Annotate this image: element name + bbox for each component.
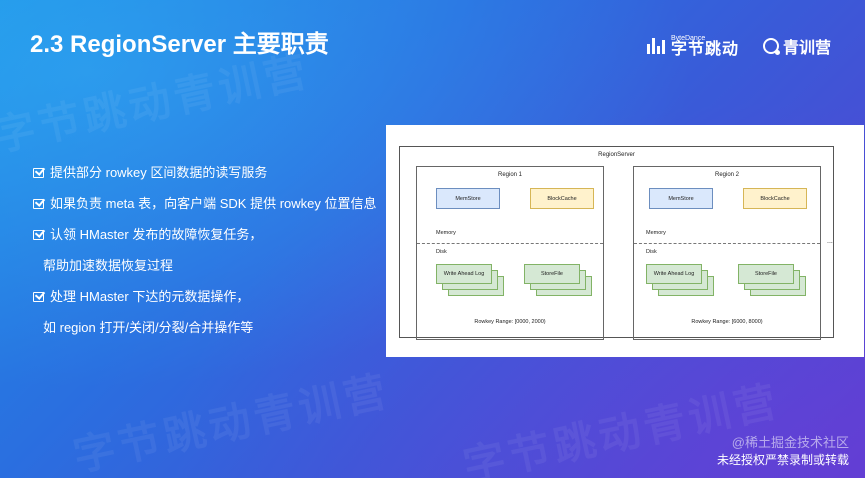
logo-group: ByteDance 字节跳动 青训营 (646, 34, 831, 58)
storefile-box: StoreFile (738, 264, 794, 284)
brand-main-label: 字节跳动 (670, 40, 739, 58)
checkbox-icon (32, 228, 46, 240)
regionserver-diagram: RegionServer Region 1 MemStore BlockCach… (386, 125, 864, 357)
blockcache-box: BlockCache (743, 188, 807, 209)
bullet-item: 如果负责 meta 表，向客户端 SDK 提供 rowkey 位置信息 (32, 187, 376, 218)
bullet-text: 如果负责 meta 表，向客户端 SDK 提供 rowkey 位置信息 (50, 196, 377, 211)
storefile-box: StoreFile (524, 264, 580, 284)
wal-stack: Write Ahead Log (646, 264, 716, 298)
ellipsis-label: ... (827, 238, 833, 245)
bytedance-logo: ByteDance 字节跳动 (646, 34, 739, 58)
copyright-notice: 未经授权严禁录制或转载 (716, 452, 849, 467)
bytedance-bars-icon (646, 38, 665, 54)
qingxunying-icon (762, 38, 780, 55)
blockcache-box: BlockCache (530, 188, 594, 209)
bullet-text: 认领 HMaster 发布的故障恢复任务， (50, 227, 263, 242)
memstore-box: MemStore (649, 188, 713, 209)
bullet-continuation: 帮助加速数据恢复过程 (32, 249, 376, 280)
memory-label: Memory (646, 230, 666, 236)
memory-disk-divider (634, 243, 820, 244)
bullet-item: 认领 HMaster 发布的故障恢复任务， (32, 218, 376, 249)
memory-label: Memory (436, 230, 456, 236)
bullet-text: 帮助加速数据恢复过程 (43, 258, 174, 273)
wal-box: Write Ahead Log (436, 264, 492, 284)
bullet-text: 提供部分 rowkey 区间数据的读写服务 (50, 165, 268, 180)
regionserver-box: RegionServer Region 1 MemStore BlockCach… (399, 146, 834, 340)
disk-label: Disk (436, 249, 447, 255)
storefile-stack: StoreFile (524, 264, 594, 298)
storefile-stack: StoreFile (738, 264, 808, 298)
bullet-text: 处理 HMaster 下达的元数据操作， (50, 289, 250, 304)
disk-label: Disk (646, 249, 657, 255)
region-title: Region 2 (714, 172, 740, 178)
bullet-item: 处理 HMaster 下达的元数据操作， (32, 280, 376, 311)
wal-box: Write Ahead Log (646, 264, 702, 284)
checkbox-icon (32, 290, 46, 302)
qingxunying-logo: 青训营 (762, 34, 831, 58)
region-title: Region 1 (497, 172, 523, 178)
memory-disk-divider (417, 243, 603, 244)
brand-small-label: ByteDance (670, 34, 706, 42)
brand-secondary-label: 青训营 (782, 40, 831, 57)
rowkey-range-label: Rowkey Range: [6000, 8000) (691, 319, 763, 325)
memstore-box: MemStore (436, 188, 500, 209)
checkbox-icon (32, 166, 46, 178)
site-watermark: @稀土掘金技术社区 (731, 435, 849, 451)
bullet-item: 提供部分 rowkey 区间数据的读写服务 (32, 156, 376, 187)
region-box-1: Region 1 MemStore BlockCache Memory Disk… (416, 166, 604, 340)
bullet-continuation: 如 region 打开/关闭/分裂/合并操作等 (32, 311, 376, 342)
region-box-2: Region 2 MemStore BlockCache Memory Disk… (633, 166, 821, 340)
bullet-list: 提供部分 rowkey 区间数据的读写服务 如果负责 meta 表，向客户端 S… (32, 156, 376, 342)
regionserver-title: RegionServer (598, 152, 635, 158)
slide-title: 2.3 RegionServer 主要职责 (30, 31, 329, 58)
rowkey-range-label: Rowkey Range: [0000, 2000) (474, 319, 546, 325)
wal-stack: Write Ahead Log (436, 264, 506, 298)
footer-watermark: @稀土掘金技术社区 未经授权严禁录制或转载 (717, 434, 849, 468)
bullet-text: 如 region 打开/关闭/分裂/合并操作等 (43, 320, 254, 335)
checkbox-icon (32, 197, 46, 209)
